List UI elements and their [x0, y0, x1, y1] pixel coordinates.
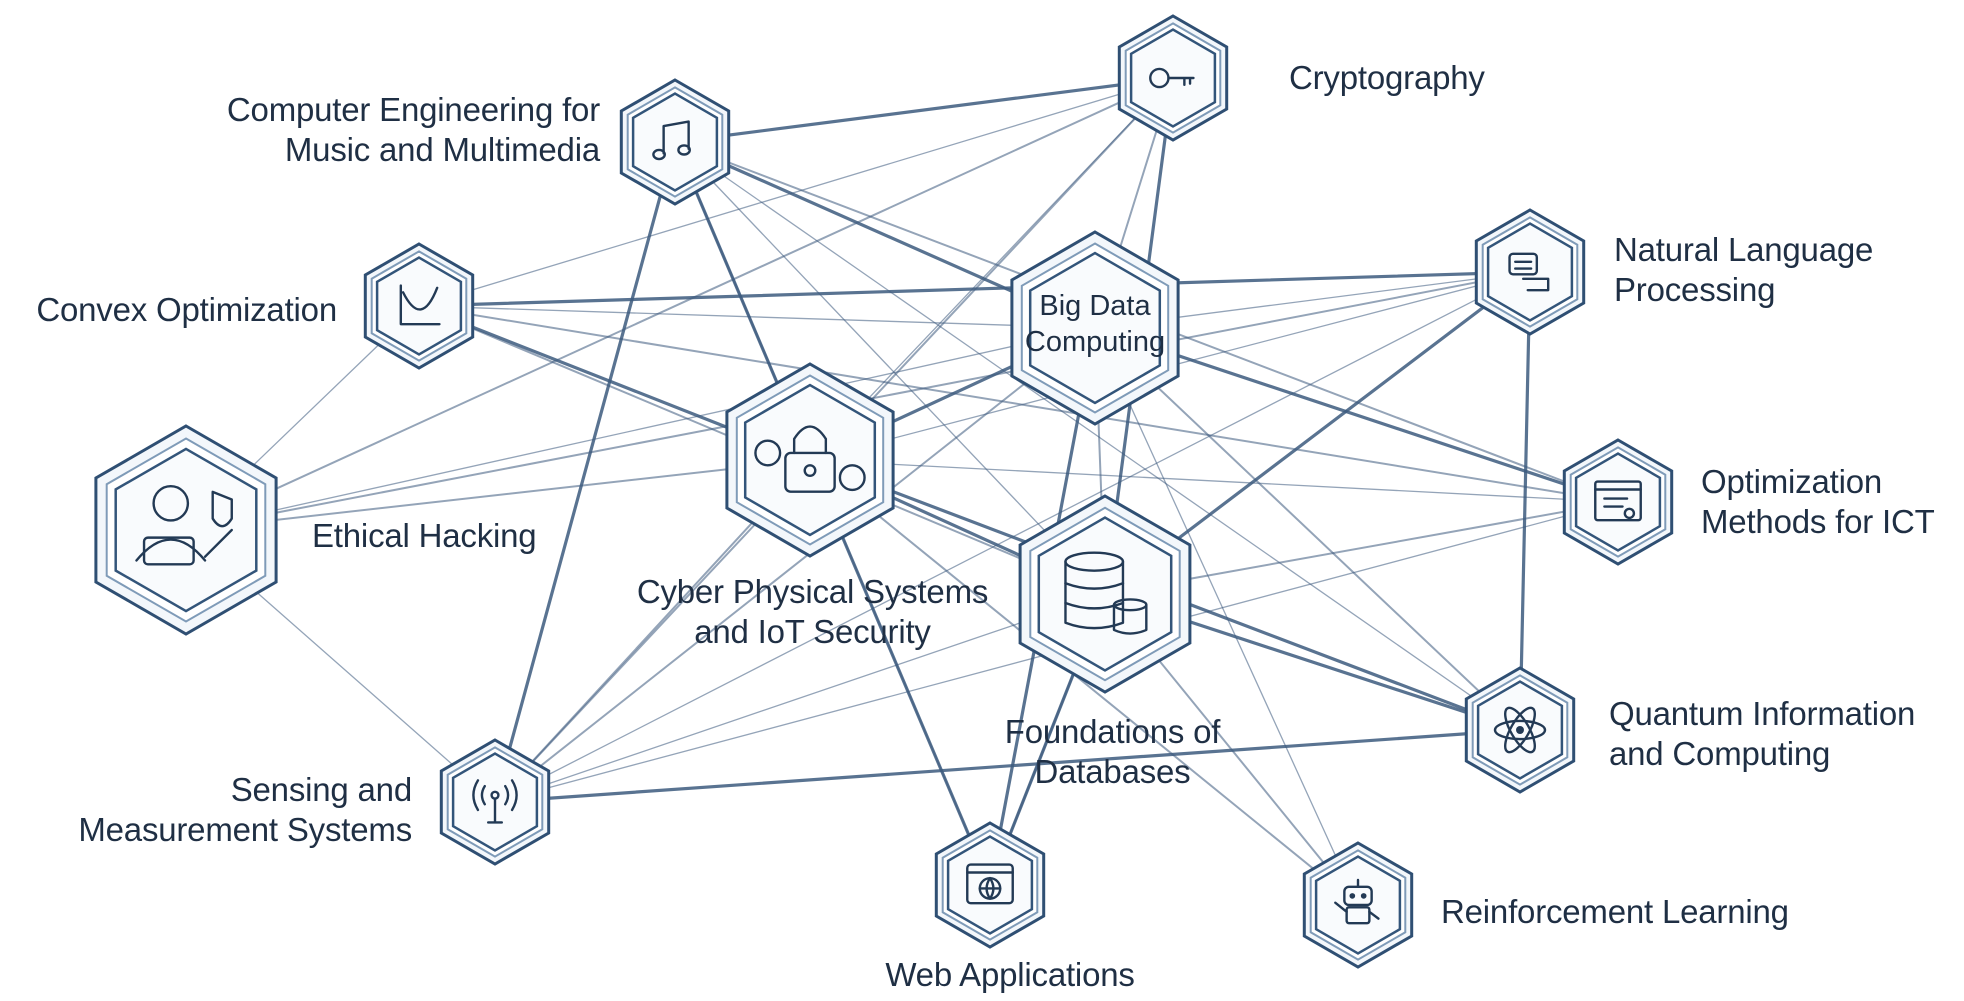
node-convex: [363, 242, 475, 370]
connection-bigdata-quantum: [1094, 327, 1521, 731]
node-label-ethical-hacking: Ethical Hacking: [312, 517, 537, 554]
connection-bigdata-optict: [1093, 326, 1620, 504]
connection-cps-optict: [809, 459, 1619, 503]
connection-music-db: [674, 141, 1106, 595]
antenna-icon: [472, 779, 518, 824]
connection-convex-nlp: [417, 270, 1532, 308]
code-window-icon: [1594, 480, 1642, 522]
node-cps: [725, 362, 895, 558]
connection-db-sensing: [494, 593, 1106, 803]
chat-bubbles-icon: [1508, 252, 1550, 292]
node-label-convex-optimization: Convex Optimization: [36, 291, 337, 328]
connection-convex-bigdata: [418, 305, 1096, 329]
node-label-web-applications: Web Applications: [885, 956, 1135, 993]
convex-curve-icon: [399, 284, 441, 326]
node-rl: [1302, 841, 1414, 969]
globe-window-icon: [966, 863, 1014, 905]
connection-music-sensing: [493, 140, 677, 804]
atom-icon: [1493, 706, 1547, 754]
connection-quantum-sensing: [493, 728, 1522, 804]
node-quantum: [1464, 666, 1576, 794]
node-optict: [1562, 438, 1674, 566]
node-label-cryptography: Cryptography: [1289, 59, 1485, 96]
connection-bigdata-rl: [1094, 327, 1359, 906]
node-nlp: [1474, 208, 1586, 336]
node-ethical: [94, 424, 278, 636]
node-music: [619, 78, 731, 206]
connection-convex-optict: [418, 305, 1619, 503]
hacker-laptop-icon: [135, 484, 233, 566]
padlock-gears-icon: [754, 425, 866, 493]
connection-cps-rl: [809, 459, 1359, 906]
connection-music-quantum: [674, 141, 1521, 731]
connection-bigdata-sensing: [494, 327, 1096, 803]
music-note-icon: [652, 120, 691, 161]
database-icon: [1064, 551, 1148, 635]
node-web: [934, 821, 1046, 949]
connection-bigdata-ethical: [185, 327, 1096, 531]
node-crypto: [1117, 14, 1229, 142]
connection-crypto-music: [673, 76, 1175, 144]
node-sensing: [439, 738, 551, 866]
node-db: [1018, 494, 1192, 694]
robot-icon: [1334, 878, 1380, 925]
node-bigdata: [1010, 230, 1180, 426]
key-icon: [1149, 67, 1195, 89]
connection-crypto-ethical: [185, 77, 1174, 531]
connection-nlp-quantum: [1518, 270, 1532, 732]
connection-ethical-cps: [185, 459, 811, 531]
connection-crypto-convex: [418, 77, 1174, 307]
node-label-reinforcement-learning: Reinforcement Learning: [1441, 893, 1789, 930]
